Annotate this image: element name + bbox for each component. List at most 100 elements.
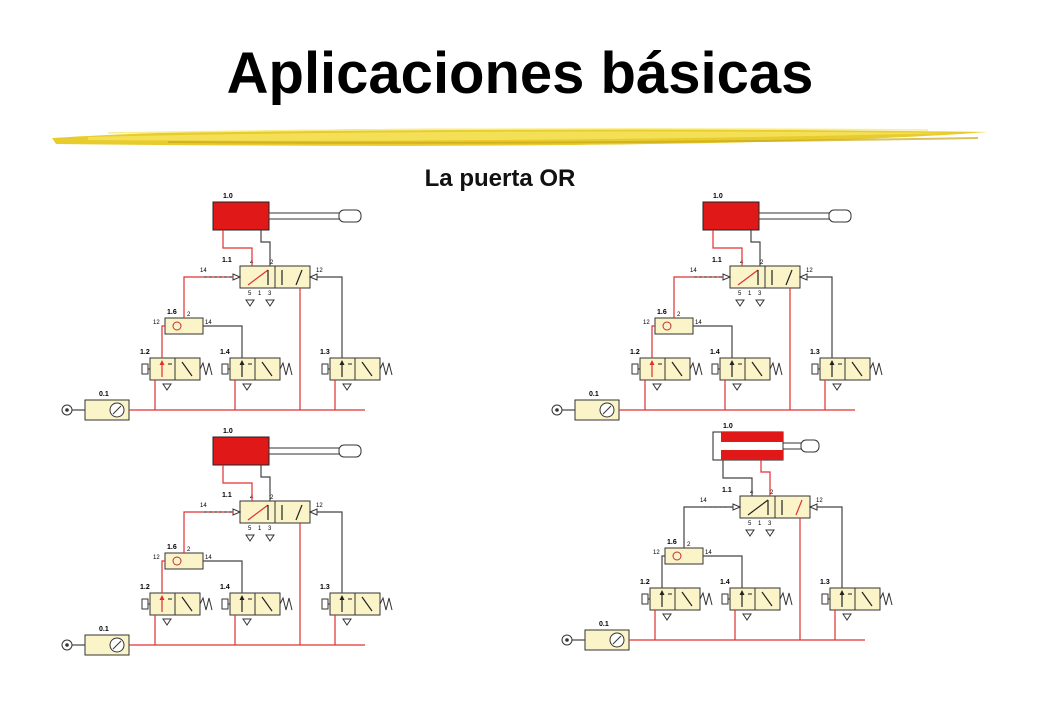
valve-a-exhaust <box>652 383 662 391</box>
valve-1-4-spring <box>279 596 293 611</box>
valve-1-2-button <box>631 363 639 375</box>
slide-subtitle: La puerta OR <box>424 165 576 192</box>
shuttle-ball <box>172 556 182 566</box>
valve-b-exhaust <box>242 383 252 391</box>
main-exhaust-2 <box>265 299 275 307</box>
valve-a-exhaust <box>662 613 672 621</box>
valve-1-3-diag <box>851 361 863 377</box>
main-exhaust-1 <box>745 529 755 537</box>
cylinder-label: 1.0 <box>713 193 723 200</box>
cylinder-label: 1.0 <box>723 423 733 430</box>
main-valve-path-d <box>295 504 303 521</box>
main-valve-label: 1.1 <box>222 257 232 264</box>
shuttle-port-right-label: 14 <box>705 550 712 556</box>
port-b-label: 2 <box>270 495 274 501</box>
port-exhaust-label: 5 <box>248 526 252 532</box>
line-shuttle-out <box>673 276 723 318</box>
pilot-left-label: 14 <box>690 268 697 274</box>
line-cylinder-a <box>712 230 743 266</box>
supply-source-dot <box>565 638 569 642</box>
line-valve-a-out <box>651 325 655 358</box>
pilot-left-label: 14 <box>700 498 707 504</box>
shuttle-port-left-label: 12 <box>653 550 660 556</box>
cylinder-body <box>212 436 270 466</box>
valve-c-exhaust <box>832 383 842 391</box>
cylinder-chamber-low <box>721 450 783 460</box>
piston-rod <box>268 447 346 455</box>
valve-1-3-spring <box>379 361 393 376</box>
pilot-right-symbol <box>308 273 318 281</box>
valve-1-2-button <box>141 363 149 375</box>
valve-1-4-button <box>221 363 229 375</box>
shuttle-port-left-label: 12 <box>643 320 650 326</box>
title-underline <box>52 128 988 146</box>
line-cylinder-a <box>722 460 753 496</box>
shuttle-ball <box>662 321 672 331</box>
shuttle-ball <box>672 551 682 561</box>
shuttle-label: 1.6 <box>167 544 177 551</box>
line-valve-b-out <box>703 555 743 588</box>
main-valve-path-d <box>295 269 303 286</box>
valve-1-4-spring <box>769 361 783 376</box>
port-p-label: 1 <box>748 291 752 297</box>
valve-1-2-arrowhead <box>159 360 165 365</box>
valve-1-3-spring <box>869 361 883 376</box>
main-valve-label: 1.1 <box>722 487 732 494</box>
shuttle-port-out-label: 2 <box>677 312 681 318</box>
valve-1-4-diag <box>751 361 763 377</box>
valve-1-4-arrowhead <box>239 595 245 600</box>
shuttle-valve-body <box>664 547 704 565</box>
valve-1-3-diag <box>361 361 373 377</box>
valve-1-2-button <box>141 598 149 610</box>
cylinder-label: 1.0 <box>223 428 233 435</box>
supply-source-dot <box>65 408 69 412</box>
valve-1-4-button <box>721 593 729 605</box>
valve-1-4-label: 1.4 <box>720 579 730 586</box>
pilot-left-symbol <box>232 273 242 281</box>
valve-b-exhaust <box>742 613 752 621</box>
main-valve-path-a <box>247 269 269 286</box>
rod-end <box>828 209 852 223</box>
line-valve-b-out <box>693 325 733 358</box>
port-r-label: 3 <box>768 521 772 527</box>
supply-label: 0.1 <box>589 391 599 398</box>
gauge-needle <box>612 635 622 645</box>
valve-1-2-arrowhead <box>649 360 655 365</box>
valve-1-3-label: 1.3 <box>810 349 820 356</box>
port-p-label: 1 <box>258 526 262 532</box>
line-valve-c-out <box>817 506 843 588</box>
valve-1-3-spring <box>379 596 393 611</box>
valve-1-2-label: 1.2 <box>630 349 640 356</box>
valve-1-4-arrowhead <box>729 360 735 365</box>
line-valve-a-out <box>161 560 165 593</box>
valve-c-exhaust <box>342 618 352 626</box>
shuttle-label: 1.6 <box>657 309 667 316</box>
valve-1-4-label: 1.4 <box>710 349 720 356</box>
pilot-right-label: 12 <box>806 268 813 274</box>
valve-1-2-spring <box>199 596 213 611</box>
gauge-needle <box>602 405 612 415</box>
valve-1-3-diag <box>361 596 373 612</box>
port-exhaust-label: 5 <box>738 291 742 297</box>
port-r-label: 3 <box>758 291 762 297</box>
cylinder-label: 1.0 <box>223 193 233 200</box>
line-cylinder-b <box>760 460 771 496</box>
pilot-left-symbol <box>232 508 242 516</box>
main-exhaust-2 <box>755 299 765 307</box>
valve-a-exhaust <box>162 383 172 391</box>
port-exhaust-label: 5 <box>748 521 752 527</box>
port-r-label: 3 <box>268 291 272 297</box>
line-valve-c-out <box>807 276 833 358</box>
line-valve-a-out <box>661 555 665 588</box>
valve-a-exhaust <box>162 618 172 626</box>
valve-1-3-label: 1.3 <box>320 584 330 591</box>
shuttle-label: 1.6 <box>167 309 177 316</box>
valve-1-3-arrowhead <box>339 595 345 600</box>
shuttle-valve-body <box>654 317 694 335</box>
main-valve-path-d <box>785 269 793 286</box>
pilot-left-symbol <box>722 273 732 281</box>
supply-source-dot <box>65 643 69 647</box>
shuttle-ball <box>172 321 182 331</box>
